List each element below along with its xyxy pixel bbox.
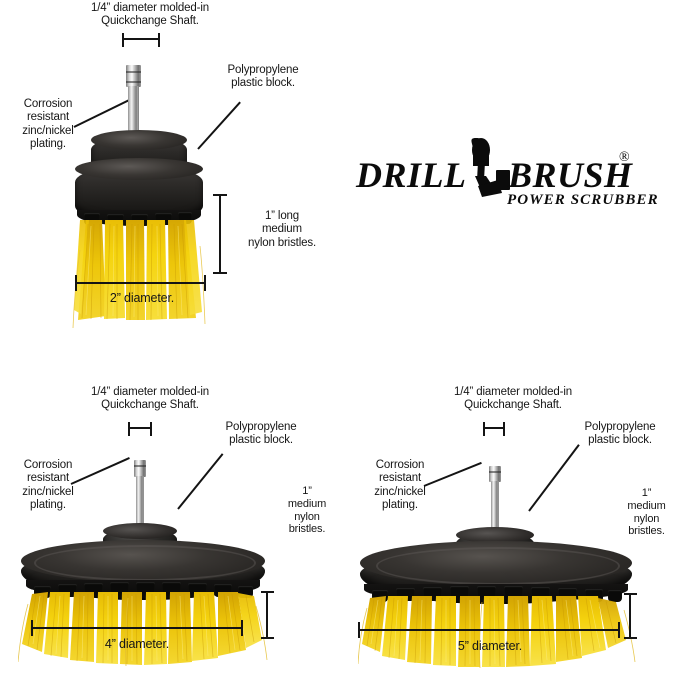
dim-bristle-bottom-tick-5in — [624, 637, 637, 639]
brand-logo: DRILL BRUSH ® PO — [352, 130, 658, 210]
label-quickchange-shaft-5in: 1/4” diameter molded-in Quickchange Shaf… — [454, 386, 572, 412]
label-plating-5in: Corrosion resistant zinc/nickel plating. — [374, 459, 426, 512]
plastic-block-disc-rim-4in — [34, 545, 256, 581]
logo-registered-mark: ® — [619, 150, 630, 165]
infographic-canvas: 1/4” diameter molded-in Quickchange Shaf… — [18, 2, 666, 669]
nylon-bristles-2in — [72, 220, 206, 332]
label-bristles-2in: 1” long medium nylon bristles. — [247, 210, 317, 249]
dim-bristle-rule-2in — [219, 194, 221, 274]
label-plating-2in: Corrosion resistant zinc/nickel plating. — [22, 98, 74, 151]
dim-bristle-bottom-tick-2in — [213, 272, 227, 274]
dim-shaft-rule-2in — [122, 38, 160, 40]
shaft-collar-groove-4in — [134, 465, 146, 467]
shaft-shank-4in — [136, 476, 144, 528]
shaft-collar-4in — [134, 460, 146, 477]
dim-shaft-tick-right-2in — [158, 33, 160, 47]
label-plastic-block-2in: Polypropylene plastic block. — [227, 64, 299, 90]
dim-shaft-tick-right-5in — [503, 422, 505, 436]
label-diameter-2in: 2” diameter. — [109, 291, 175, 305]
dim-diameter-tick-right-5in — [618, 622, 620, 638]
label-bristles-4in: 1” medium nylon bristles. — [287, 485, 327, 536]
dim-diameter-tick-right-2in — [204, 275, 206, 291]
plastic-block-upper-top-2in — [91, 130, 187, 150]
shaft-shank-2in — [128, 86, 139, 134]
dim-bristle-bottom-tick-4in — [261, 637, 274, 639]
brush-artwork-2-inch — [60, 60, 220, 329]
nylon-bristles-5in — [358, 596, 636, 674]
brush-artwork-5-inch — [358, 440, 636, 669]
dim-shaft-tick-left-5in — [483, 422, 485, 436]
shaft-collar-groove-2in — [126, 71, 141, 73]
dim-bristle-rule-4in — [266, 591, 268, 639]
brush-artwork-4-inch — [18, 440, 268, 667]
dim-diameter-tick-right-4in — [241, 620, 243, 636]
drill-brush-silhouette-icon — [462, 136, 516, 198]
plastic-hub-top-4in — [103, 523, 177, 539]
label-diameter-5in: 5” diameter. — [457, 639, 523, 653]
plastic-block-disc-rim-5in — [376, 547, 620, 585]
label-quickchange-shaft-4in: 1/4” diameter molded-in Quickchange Shaf… — [91, 386, 209, 412]
shaft-shank-5in — [491, 481, 499, 531]
dim-diameter-rule-2in — [75, 282, 206, 284]
shaft-collar-2in — [126, 65, 141, 87]
dim-diameter-rule-4in — [31, 627, 243, 629]
tuft-hole — [608, 590, 622, 602]
dim-bristle-rule-5in — [629, 593, 631, 639]
dim-shaft-tick-left-2in — [122, 33, 124, 47]
logo-tagline: POWER SCRUBBER — [507, 192, 659, 208]
label-bristles-5in: 1” medium nylon bristles. — [627, 487, 666, 538]
plastic-hub-top-5in — [456, 527, 534, 543]
dim-shaft-tick-left-4in — [128, 422, 130, 436]
dim-shaft-rule-5in — [483, 427, 505, 429]
dim-diameter-rule-5in — [358, 629, 620, 631]
logo-word-brush: BRUSH — [508, 155, 633, 195]
label-plating-4in: Corrosion resistant zinc/nickel plating. — [22, 459, 74, 512]
shaft-collar-5in — [489, 466, 501, 482]
shaft-collar-groove2-2in — [126, 81, 141, 83]
dim-shaft-tick-right-4in — [150, 422, 152, 436]
label-diameter-4in: 4” diameter. — [104, 637, 170, 651]
dim-shaft-rule-4in — [128, 427, 152, 429]
nylon-bristles-4in — [18, 592, 268, 670]
logo-word-drill: DRILL — [356, 155, 467, 195]
label-plastic-block-5in: Polypropylene plastic block. — [584, 421, 656, 447]
shaft-collar-groove-5in — [489, 471, 501, 473]
label-quickchange-shaft-2in: 1/4” diameter molded-in Quickchange Shaf… — [91, 2, 209, 28]
plastic-block-lower-top-2in — [75, 158, 203, 180]
label-plastic-block-4in: Polypropylene plastic block. — [225, 421, 297, 447]
